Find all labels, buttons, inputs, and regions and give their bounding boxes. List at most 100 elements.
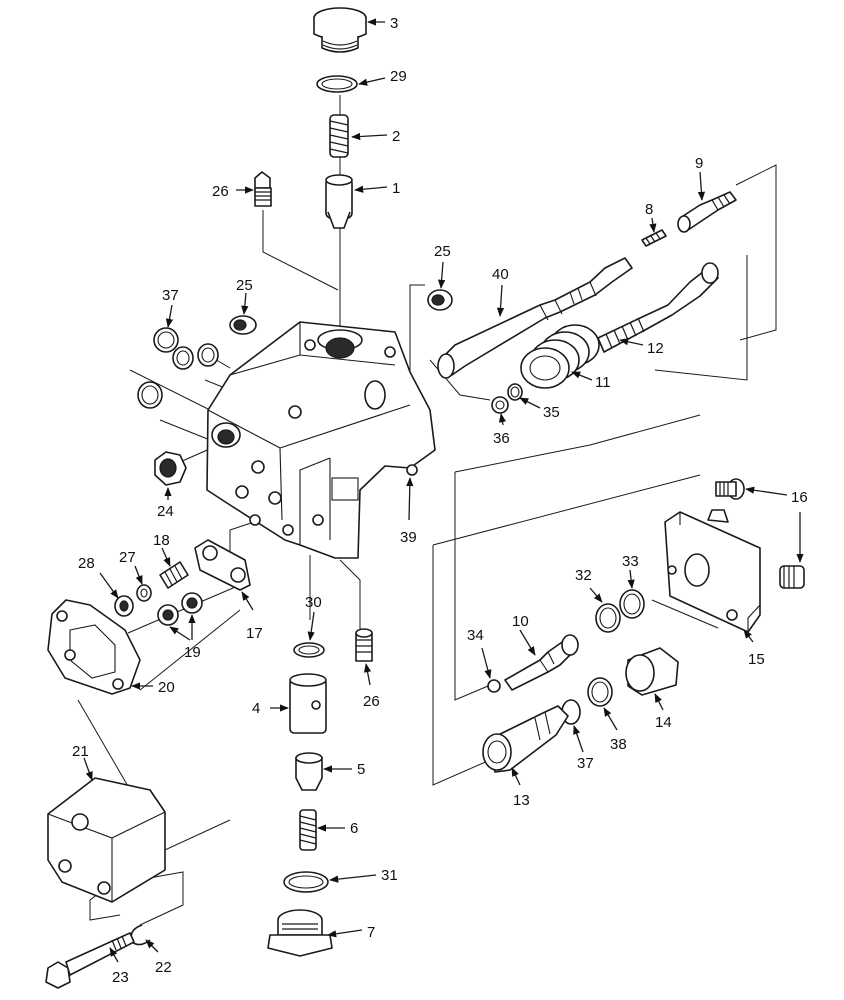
- spring-8: [641, 229, 667, 247]
- svg-text:25: 25: [236, 277, 253, 294]
- svg-text:28: 28: [78, 555, 95, 572]
- callout-8: 8: [645, 201, 657, 233]
- callout-10: 10: [512, 613, 536, 656]
- spring-6: [299, 809, 317, 851]
- callout-26-top: 26: [212, 183, 254, 200]
- o-ring-30: [293, 642, 325, 658]
- callout-30: 30: [305, 594, 322, 641]
- svg-text:36: 36: [493, 430, 510, 447]
- svg-text:5: 5: [357, 761, 365, 778]
- svg-text:9: 9: [695, 155, 703, 172]
- svg-text:39: 39: [400, 529, 417, 546]
- callout-13: 13: [511, 767, 530, 809]
- screw-16-top: [715, 478, 745, 500]
- bolt-23: [45, 932, 135, 989]
- valve-1: [325, 174, 353, 229]
- svg-text:37: 37: [577, 755, 594, 772]
- callout-37-bottom: 37: [573, 725, 594, 772]
- callout-19: 19: [169, 614, 201, 661]
- callout-26-bottom: 26: [363, 663, 380, 710]
- callout-2: 2: [351, 128, 400, 145]
- svg-text:12: 12: [647, 340, 664, 357]
- svg-text:1: 1: [392, 180, 400, 197]
- svg-text:22: 22: [155, 959, 172, 976]
- callout-35: 35: [519, 397, 560, 421]
- svg-text:3: 3: [390, 15, 398, 32]
- seals-19: [157, 592, 203, 626]
- svg-text:38: 38: [610, 736, 627, 753]
- svg-text:24: 24: [157, 503, 174, 520]
- sleeve-13: [482, 705, 569, 773]
- callout-24: 24: [157, 487, 174, 520]
- plate-17: [194, 539, 251, 591]
- callout-27: 27: [119, 549, 143, 585]
- svg-text:10: 10: [512, 613, 529, 630]
- svg-text:31: 31: [381, 867, 398, 884]
- seal-33: [619, 589, 645, 619]
- svg-text:34: 34: [467, 627, 484, 644]
- ring-38: [587, 677, 613, 707]
- callout-16-top: 16: [745, 486, 808, 506]
- screw-16-right: [779, 565, 805, 589]
- svg-text:13: 13: [513, 792, 530, 809]
- valve-5: [295, 752, 323, 791]
- svg-text:21: 21: [72, 743, 89, 760]
- o-ring-29: [316, 75, 358, 93]
- callout-31: 31: [329, 867, 398, 884]
- plug-26-top: [254, 171, 272, 207]
- callout-25-right: 25: [434, 243, 451, 289]
- callout-14: 14: [654, 693, 672, 731]
- plug-7: [267, 909, 333, 957]
- callout-22: 22: [145, 939, 172, 976]
- callout-11: 11: [571, 371, 611, 391]
- fitting-9: [677, 191, 737, 233]
- svg-text:16: 16: [791, 489, 808, 506]
- callout-37-top: 37: [162, 287, 179, 328]
- o-ring-32: [595, 603, 621, 633]
- cover-21: [47, 777, 166, 903]
- svg-text:2: 2: [392, 128, 400, 145]
- plug-3: [313, 7, 367, 53]
- callouts: 1 2 3 4 5 6 7 8 9 10 11 12 13 14 15 16 1…: [72, 15, 808, 986]
- callout-39: 39: [400, 477, 417, 546]
- callout-33: 33: [622, 553, 639, 589]
- spool-40: [437, 257, 633, 379]
- callout-21: 21: [72, 743, 93, 781]
- callout-34: 34: [467, 627, 492, 679]
- callout-18: 18: [153, 532, 171, 567]
- callout-15: 15: [743, 629, 765, 668]
- svg-text:29: 29: [390, 68, 407, 85]
- svg-text:8: 8: [645, 201, 653, 218]
- svg-text:14: 14: [655, 714, 672, 731]
- spool-12: [597, 262, 719, 353]
- callout-7: 7: [327, 924, 375, 941]
- callout-6: 6: [317, 820, 358, 837]
- svg-text:6: 6: [350, 820, 358, 837]
- callout-5: 5: [323, 761, 365, 778]
- callout-12: 12: [619, 338, 664, 357]
- svg-text:37: 37: [162, 287, 179, 304]
- plug-26-bottom: [355, 628, 373, 662]
- valve-body: [206, 321, 436, 559]
- svg-text:35: 35: [543, 404, 560, 421]
- svg-text:4: 4: [252, 700, 260, 717]
- callout-23: 23: [109, 947, 129, 986]
- svg-text:19: 19: [184, 644, 201, 661]
- svg-text:18: 18: [153, 532, 170, 549]
- spring-11: [520, 324, 600, 389]
- callout-29: 29: [358, 68, 407, 86]
- svg-text:23: 23: [112, 969, 129, 986]
- svg-text:17: 17: [246, 625, 263, 642]
- callout-3: 3: [367, 15, 398, 32]
- piston-10: [504, 634, 579, 691]
- svg-text:33: 33: [622, 553, 639, 570]
- svg-text:32: 32: [575, 567, 592, 584]
- cover-15: [664, 509, 761, 633]
- plug-25-left: [229, 315, 257, 335]
- svg-text:20: 20: [158, 679, 175, 696]
- callout-1: 1: [354, 180, 400, 197]
- svg-text:26: 26: [212, 183, 229, 200]
- svg-text:30: 30: [305, 594, 322, 611]
- piston-14: [625, 647, 679, 696]
